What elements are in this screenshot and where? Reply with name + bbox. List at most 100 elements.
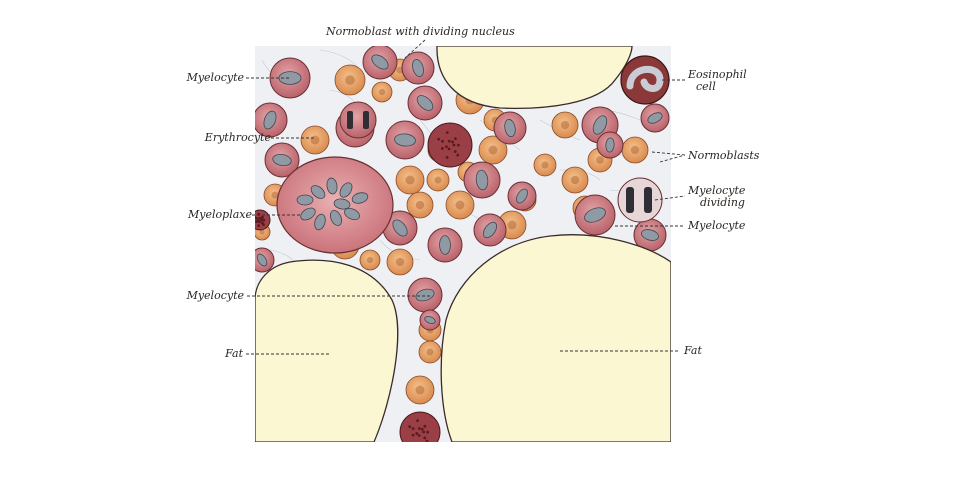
granule [411, 427, 415, 431]
granule [445, 156, 449, 159]
granule [415, 432, 419, 435]
leader-normoblasts-2 [659, 154, 686, 163]
fat-globule-top [436, 46, 633, 109]
myeloplaxe-nucleus [300, 207, 316, 221]
granule [257, 224, 261, 228]
granule [422, 430, 425, 434]
myelocyte-nucleus [263, 110, 277, 130]
myeloplaxe-nucleus [296, 194, 314, 206]
normoblast-nucleus [415, 385, 425, 395]
leader-normoblast-dividing [404, 39, 426, 59]
granule [255, 220, 258, 223]
granule [262, 218, 266, 222]
granule [456, 143, 460, 147]
granule [451, 140, 454, 144]
label-eosinophil-cell: cell [696, 80, 716, 93]
granule [417, 427, 421, 430]
normoblast-nucleus [570, 175, 580, 185]
granule [261, 215, 264, 219]
normoblast-nucleus [488, 145, 498, 155]
granular-cell [255, 209, 271, 231]
granule [437, 137, 441, 141]
myelocyte-nucleus [392, 219, 408, 237]
normoblast-nucleus [455, 200, 465, 210]
label-myelocyte-dividing-2: dividing [700, 196, 745, 209]
granule [258, 216, 262, 220]
normoblast-nucleus [434, 176, 442, 184]
leader-normoblasts-1 [651, 151, 686, 156]
granule [447, 147, 451, 151]
granule [258, 220, 261, 224]
label-fat-right: Fat [684, 344, 702, 357]
myeloplaxe-nucleus [310, 185, 326, 199]
granule [456, 153, 460, 157]
granule [454, 137, 457, 141]
granule [445, 145, 448, 149]
normoblast-nucleus [378, 88, 386, 96]
leader-lines [246, 39, 686, 355]
myeloplaxe-nucleus [333, 198, 351, 210]
myeloplaxe-nucleus [339, 182, 353, 198]
myelocyte-nucleus [516, 188, 528, 204]
label-normoblast-dividing: Normoblast with dividing nucleus [326, 25, 515, 38]
normoblast-nucleus [541, 161, 549, 169]
granule [423, 424, 427, 428]
dividing-nucleus [363, 111, 369, 129]
myelocyte-nucleus [415, 288, 435, 302]
label-myelocyte-right: Myelocyte [688, 219, 746, 232]
normoblast-nucleus [259, 229, 265, 235]
myelocyte-nucleus [482, 221, 498, 239]
granule [420, 427, 424, 431]
granule [453, 150, 457, 153]
granule [425, 439, 429, 442]
label-fat-left: Fat [225, 347, 243, 360]
granule [408, 425, 412, 429]
myelocyte-nucleus [647, 112, 663, 124]
normoblast-nucleus [345, 75, 355, 85]
granule [416, 441, 418, 442]
myelocyte-nucleus [256, 253, 268, 267]
normoblast-nucleus [405, 175, 415, 185]
granular-cell [427, 122, 473, 168]
label-eosinophil: Eosinophil [688, 68, 747, 81]
label-myelocyte-left-bottom: Myelocyte [186, 289, 244, 302]
granule [426, 430, 429, 434]
myeloplaxe-nucleus [351, 192, 369, 204]
leader-myelocyte-dividing [654, 195, 686, 201]
myelocyte-nucleus [424, 316, 436, 324]
myelocyte-nucleus [605, 137, 615, 153]
myeloplaxe-nucleus [326, 177, 338, 195]
normoblast-dividing-cell [339, 101, 377, 139]
myelocyte-nucleus [504, 118, 516, 138]
myelocyte-nucleus [371, 54, 389, 70]
granule [440, 147, 444, 150]
myeloplaxe-nucleus [314, 213, 326, 231]
myelocyte-nucleus [592, 115, 608, 135]
granule [417, 434, 421, 437]
granular-cell [399, 411, 441, 442]
normoblast-nucleus [395, 257, 405, 267]
normoblast-nucleus [415, 200, 425, 210]
normoblast-nucleus [596, 156, 604, 164]
myelocyte-nucleus [640, 229, 660, 241]
myelocyte-nucleus [584, 207, 606, 223]
dividing-nucleus [347, 111, 353, 129]
granule [416, 419, 419, 423]
eosinophil-nucleus [626, 65, 664, 92]
granule [255, 215, 257, 219]
myelocyte-nucleus [412, 59, 424, 77]
granule [452, 143, 456, 147]
normoblast-nucleus [560, 120, 570, 130]
myeloplaxe-nucleus [329, 210, 343, 226]
myeloplaxe-nucleus [344, 207, 360, 221]
granule [441, 139, 444, 143]
fat-globule-left [255, 259, 399, 442]
chromosome-plate [626, 187, 634, 213]
granule [423, 436, 427, 440]
fat-globule-right [440, 234, 671, 442]
normoblast-nucleus [426, 348, 434, 356]
cells-layer [255, 46, 670, 442]
normoblast-nucleus [271, 191, 279, 199]
normoblast-nucleus [630, 145, 640, 155]
